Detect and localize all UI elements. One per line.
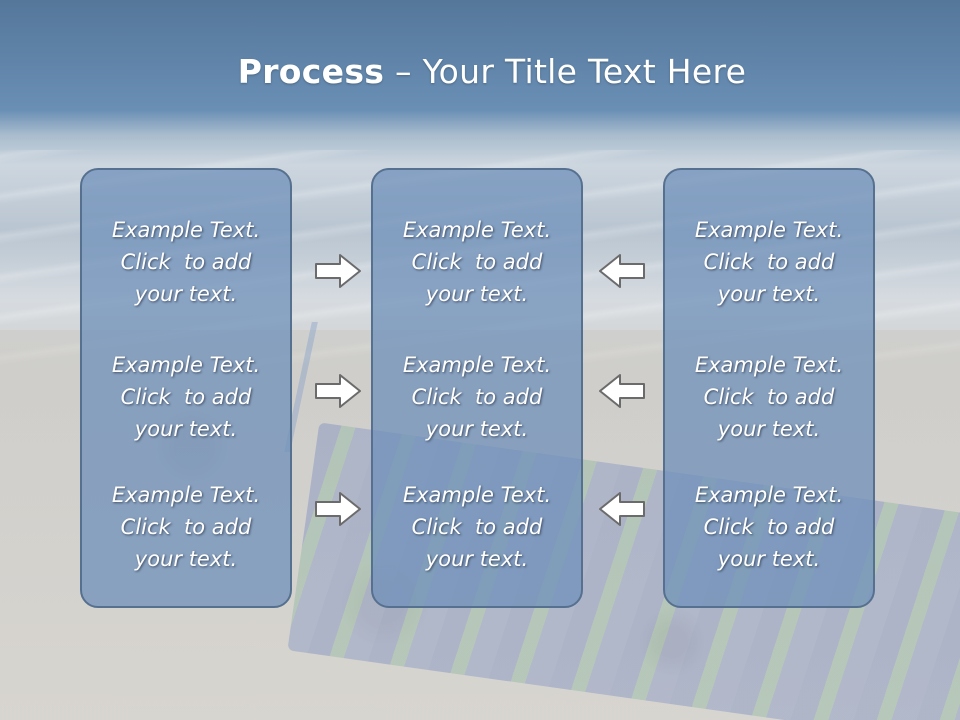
text-line: Example Text.	[402, 218, 552, 242]
panel-text-block[interactable]: Example Text. Click to add your text.	[373, 479, 581, 575]
process-panel-left[interactable]: Example Text. Click to add your text. Ex…	[80, 168, 292, 608]
panel-text-block[interactable]: Example Text. Click to add your text.	[82, 349, 290, 445]
text-line: Click to add	[703, 515, 835, 539]
text-line: Example Text.	[694, 483, 844, 507]
text-line: your text.	[134, 417, 238, 441]
title-rest-part: – Your Title Text Here	[384, 52, 747, 91]
text-line: your text.	[717, 547, 821, 571]
text-line: Example Text.	[111, 483, 261, 507]
arrow-left-icon	[599, 374, 645, 408]
arrow-left-icon	[599, 254, 645, 288]
text-line: your text.	[134, 547, 238, 571]
text-line: Example Text.	[402, 353, 552, 377]
panel-text-block[interactable]: Example Text. Click to add your text.	[82, 479, 290, 575]
title-bold-part: Process	[237, 52, 385, 91]
text-line: your text.	[425, 282, 529, 306]
text-line: Example Text.	[694, 353, 844, 377]
text-line: Example Text.	[694, 218, 844, 242]
arrow-right-icon	[315, 254, 361, 288]
panel-text-block[interactable]: Example Text. Click to add your text.	[373, 214, 581, 310]
text-line: your text.	[134, 282, 238, 306]
slide-title[interactable]: Process – Your Title Text Here	[0, 52, 960, 91]
text-line: Click to add	[120, 515, 252, 539]
text-line: your text.	[425, 547, 529, 571]
panel-text-block[interactable]: Example Text. Click to add your text.	[665, 214, 873, 310]
text-line: Click to add	[411, 385, 543, 409]
panel-text-block[interactable]: Example Text. Click to add your text.	[373, 349, 581, 445]
text-line: your text.	[717, 417, 821, 441]
text-line: Click to add	[120, 385, 252, 409]
process-panel-right[interactable]: Example Text. Click to add your text. Ex…	[663, 168, 875, 608]
text-line: Click to add	[120, 250, 252, 274]
process-panel-center[interactable]: Example Text. Click to add your text. Ex…	[371, 168, 583, 608]
arrow-right-icon	[315, 492, 361, 526]
arrow-left-icon	[599, 492, 645, 526]
text-line: your text.	[425, 417, 529, 441]
text-line: Click to add	[703, 250, 835, 274]
text-line: your text.	[717, 282, 821, 306]
panel-text-block[interactable]: Example Text. Click to add your text.	[665, 349, 873, 445]
text-line: Example Text.	[111, 218, 261, 242]
text-line: Click to add	[411, 515, 543, 539]
panel-text-block[interactable]: Example Text. Click to add your text.	[665, 479, 873, 575]
text-line: Example Text.	[402, 483, 552, 507]
text-line: Click to add	[411, 250, 543, 274]
arrow-right-icon	[315, 374, 361, 408]
panel-text-block[interactable]: Example Text. Click to add your text.	[82, 214, 290, 310]
text-line: Click to add	[703, 385, 835, 409]
text-line: Example Text.	[111, 353, 261, 377]
